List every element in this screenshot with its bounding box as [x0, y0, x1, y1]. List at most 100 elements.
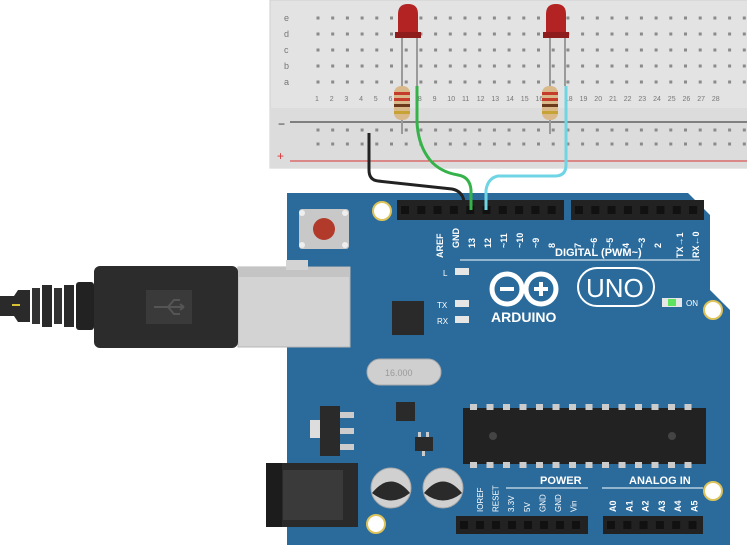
breadboard-hole[interactable]	[742, 128, 746, 132]
breadboard-hole[interactable]	[360, 32, 364, 36]
header-pin[interactable]	[656, 206, 665, 214]
breadboard-hole[interactable]	[581, 128, 585, 132]
breadboard-hole[interactable]	[610, 80, 614, 84]
breadboard-hole[interactable]	[375, 128, 379, 132]
breadboard-hole[interactable]	[625, 32, 629, 36]
breadboard-hole[interactable]	[331, 128, 335, 132]
header-pin[interactable]	[591, 206, 600, 214]
breadboard-hole[interactable]	[654, 32, 658, 36]
breadboard-hole[interactable]	[360, 16, 364, 20]
breadboard-hole[interactable]	[492, 48, 496, 52]
breadboard-hole[interactable]	[698, 32, 702, 36]
breadboard-hole[interactable]	[316, 32, 320, 36]
breadboard-hole[interactable]	[331, 32, 335, 36]
breadboard-hole[interactable]	[345, 48, 349, 52]
breadboard-hole[interactable]	[595, 128, 599, 132]
breadboard-hole[interactable]	[551, 128, 555, 132]
breadboard-hole[interactable]	[316, 80, 320, 84]
digital-header[interactable]	[397, 200, 704, 220]
breadboard-hole[interactable]	[463, 16, 467, 20]
breadboard-hole[interactable]	[728, 32, 732, 36]
breadboard-hole[interactable]	[419, 64, 423, 68]
header-pin[interactable]	[689, 206, 698, 214]
breadboard-hole[interactable]	[404, 142, 408, 146]
breadboard-hole[interactable]	[639, 142, 643, 146]
breadboard-hole[interactable]	[742, 32, 746, 36]
breadboard-hole[interactable]	[728, 48, 732, 52]
breadboard-hole[interactable]	[639, 64, 643, 68]
header-pin[interactable]	[607, 521, 615, 529]
breadboard-hole[interactable]	[669, 16, 673, 20]
breadboard-hole[interactable]	[507, 80, 511, 84]
breadboard-hole[interactable]	[537, 80, 540, 84]
breadboard-hole[interactable]	[728, 142, 732, 146]
breadboard-hole[interactable]	[390, 48, 393, 52]
header-pin[interactable]	[672, 521, 681, 529]
header-pin[interactable]	[401, 206, 409, 214]
breadboard-hole[interactable]	[581, 142, 585, 146]
led-1[interactable]	[395, 4, 421, 86]
breadboard-hole[interactable]	[551, 80, 555, 84]
breadboard-hole[interactable]	[448, 48, 452, 52]
header-pin[interactable]	[433, 206, 442, 214]
breadboard-hole[interactable]	[492, 16, 496, 20]
breadboard-hole[interactable]	[537, 32, 540, 36]
breadboard-hole[interactable]	[728, 80, 732, 84]
resistor-1[interactable]	[394, 80, 410, 134]
breadboard-hole[interactable]	[522, 48, 526, 52]
breadboard-hole[interactable]	[507, 32, 511, 36]
breadboard-hole[interactable]	[654, 16, 658, 20]
breadboard-hole[interactable]	[463, 80, 467, 84]
breadboard-hole[interactable]	[316, 48, 320, 52]
breadboard-hole[interactable]	[684, 48, 687, 52]
breadboard-hole[interactable]	[595, 32, 599, 36]
header-pin[interactable]	[492, 521, 500, 529]
breadboard-hole[interactable]	[375, 32, 379, 36]
breadboard-hole[interactable]	[492, 32, 496, 36]
breadboard-hole[interactable]	[713, 128, 717, 132]
breadboard-hole[interactable]	[625, 128, 629, 132]
breadboard-hole[interactable]	[434, 64, 438, 68]
breadboard-hole[interactable]	[728, 128, 732, 132]
reset-button[interactable]	[299, 209, 349, 249]
breadboard-hole[interactable]	[478, 16, 482, 20]
breadboard-hole[interactable]	[639, 32, 643, 36]
header-pin[interactable]	[515, 206, 524, 214]
wire-black[interactable]	[367, 133, 467, 211]
header-pin[interactable]	[672, 206, 681, 214]
breadboard-hole[interactable]	[448, 16, 452, 20]
header-pin[interactable]	[623, 206, 632, 214]
breadboard-hole[interactable]	[404, 128, 408, 132]
breadboard-hole[interactable]	[581, 48, 585, 52]
breadboard-hole[interactable]	[742, 142, 746, 146]
breadboard-hole[interactable]	[610, 32, 614, 36]
breadboard-hole[interactable]	[492, 64, 496, 68]
breadboard-hole[interactable]	[581, 64, 585, 68]
breadboard-hole[interactable]	[537, 48, 540, 52]
breadboard-hole[interactable]	[360, 142, 364, 146]
breadboard-hole[interactable]	[463, 32, 467, 36]
header-pin[interactable]	[655, 521, 664, 529]
breadboard-hole[interactable]	[404, 64, 408, 68]
breadboard-hole[interactable]	[360, 48, 364, 52]
breadboard-hole[interactable]	[566, 16, 570, 20]
breadboard-hole[interactable]	[595, 48, 599, 52]
breadboard-hole[interactable]	[316, 128, 320, 132]
breadboard-hole[interactable]	[684, 16, 687, 20]
breadboard-hole[interactable]	[448, 80, 452, 84]
breadboard-hole[interactable]	[345, 128, 349, 132]
breadboard-hole[interactable]	[448, 32, 452, 36]
header-pin[interactable]	[572, 521, 580, 529]
breadboard-holes[interactable]	[316, 16, 746, 146]
breadboard-hole[interactable]	[669, 80, 673, 84]
breadboard-hole[interactable]	[713, 80, 717, 84]
breadboard-hole[interactable]	[684, 64, 687, 68]
breadboard-hole[interactable]	[639, 128, 643, 132]
wire-green[interactable]	[415, 86, 473, 210]
breadboard-hole[interactable]	[360, 128, 364, 132]
analog-header-pins[interactable]	[603, 516, 703, 534]
breadboard-hole[interactable]	[316, 142, 320, 146]
breadboard-hole[interactable]	[566, 142, 570, 146]
